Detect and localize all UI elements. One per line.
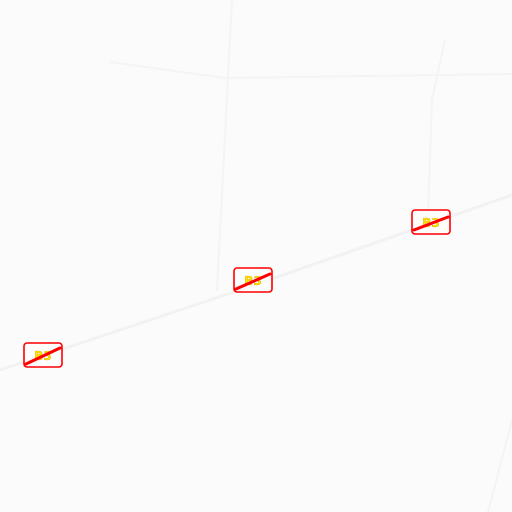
road-south-east [487, 419, 512, 512]
shield-slash [412, 215, 450, 232]
route-shield[interactable]: B3 [411, 209, 451, 235]
road-north-west [216, 0, 233, 291]
route-shield[interactable]: B3 [23, 342, 63, 368]
road-north-east [427, 39, 446, 216]
road-north [109, 61, 512, 79]
route-shield[interactable]: B3 [233, 267, 273, 293]
shield-slash [24, 346, 62, 366]
shield-slash [234, 272, 272, 291]
